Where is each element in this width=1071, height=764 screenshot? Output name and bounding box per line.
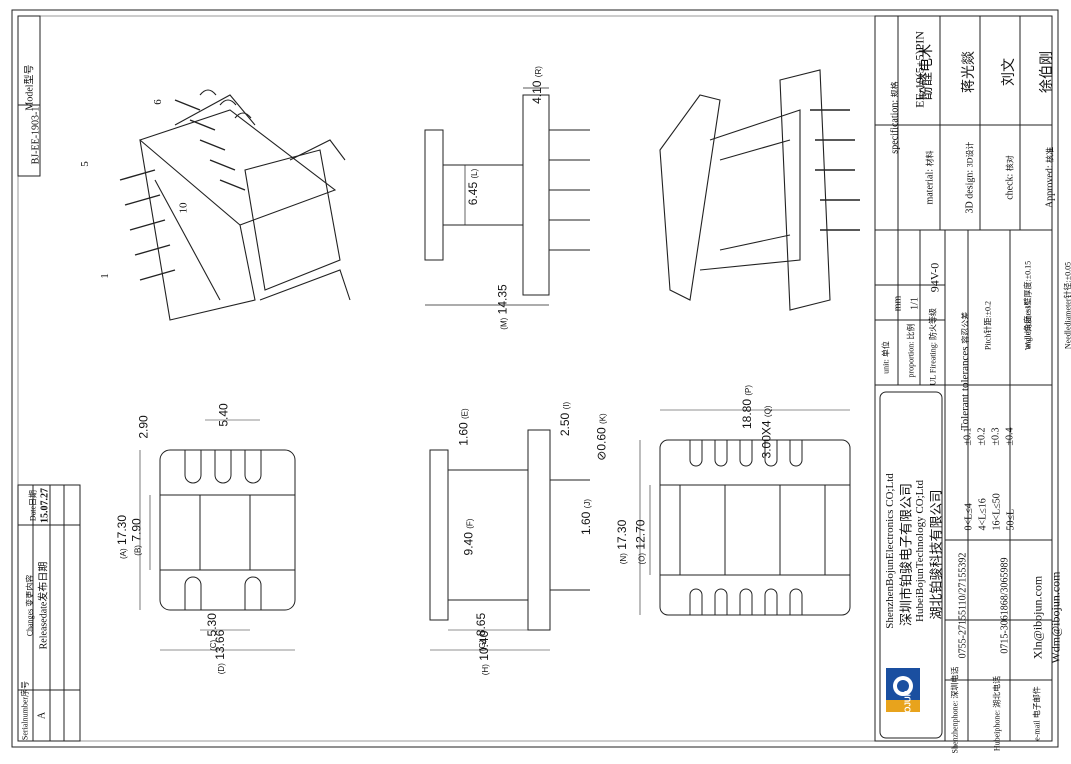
side-view-bottom: [429, 429, 590, 651]
bojun-logo: [886, 668, 920, 712]
pin-label-6: 6: [151, 99, 164, 105]
iso-view-left: [119, 89, 351, 321]
dim-410: 4.10 (R): [529, 66, 544, 104]
logo-text: BOJUN: [903, 690, 913, 719]
check-label: check: 核对: [1004, 155, 1016, 200]
company-cn-1: 深圳市铂骏电子有限公司: [898, 483, 914, 627]
approved-value: 徐伯刚: [1040, 51, 1055, 93]
dim-160a: 1.60 (E): [456, 408, 471, 446]
email-2: Wdm@ibojun.com: [1048, 571, 1063, 664]
dim-540: 5.40: [216, 403, 231, 427]
company-en-1: ShenzhenBojunElectronics CO;Ltd: [884, 473, 896, 629]
email-1: Xln@ibojun.com: [1030, 575, 1045, 660]
dim-060: ⊘0.60 (K): [594, 413, 609, 461]
iso-view-right: [659, 69, 860, 311]
pin-label-5: 5: [78, 161, 91, 167]
dim-1730a: (A) 17.30: [115, 514, 130, 560]
tol-val-1: ±0.2: [976, 427, 988, 446]
fire-value: 94V-0: [927, 262, 942, 293]
check-value: 刘文: [1002, 58, 1017, 86]
dim-1730b: (N) 17.30: [615, 519, 630, 565]
title-block: [874, 15, 1053, 742]
approved-label: Approved: 核准: [1044, 146, 1056, 209]
design-label: 3D design: 3D设计: [964, 141, 976, 214]
dim-1040: (H) 10.40: [477, 630, 492, 676]
hb-phone-label: Hubeiphone: 湖北电话: [992, 675, 1002, 752]
tol-row-3: 50≤L: [1005, 508, 1017, 531]
dim-250: 2.50 (I): [558, 401, 573, 437]
material-value: 酚醛电木: [920, 44, 935, 100]
dim-940: 9.40 (F): [461, 518, 476, 556]
side-view-top: [424, 87, 590, 306]
dim-1270: (O) 12.70: [633, 519, 648, 565]
hb-phone-value: 0715-3061868/3065989: [999, 557, 1011, 654]
tol-val-0: ±0.1: [962, 427, 974, 446]
sz-phone-value: 0755-27155110/27155392: [957, 552, 969, 659]
tol-row-2: 16<L≤50: [991, 493, 1003, 531]
tol-row-1: 4<L≤16: [977, 498, 989, 531]
email-label: e-mail 电子邮件: [1032, 686, 1042, 741]
changes-date-header: Date日期: [28, 489, 38, 522]
pin-label-10: 10: [177, 202, 190, 214]
dim-1435: (M) 14.35: [495, 284, 510, 330]
changes-table: [17, 484, 81, 742]
changes-serial-value: A: [36, 711, 48, 720]
dim-1366: (D) 13.66: [213, 629, 228, 675]
dim-290: 2.90: [136, 415, 151, 439]
dim-1880: 18.80 (P): [740, 384, 755, 430]
dim-645: 6.45 (L): [466, 168, 481, 206]
sz-phone-label: Shenzhenphone: 深圳电话: [950, 666, 960, 754]
pin-label-1: 1: [98, 273, 111, 279]
material-label: material: 材料: [924, 150, 936, 205]
tol-pitch: Pitch针距:±0.2: [983, 300, 993, 351]
changes-change-value: Releasedate发布日期: [38, 561, 50, 650]
unit-value: mm: [892, 295, 904, 312]
company-cn-2: 湖北铂骏科技有限公司: [928, 489, 944, 620]
changes-serial-header: Serialnumber序号: [20, 680, 30, 741]
design-value: 蒋光燚: [962, 51, 977, 93]
tol-val-3: ±0.4: [1004, 427, 1016, 446]
tol-row-0: 0<L≤4: [963, 503, 975, 531]
model-value: BJ-EE-1903-1: [30, 106, 42, 165]
tol-val-2: ±0.3: [990, 427, 1002, 446]
spec-label: specification: 规格: [889, 81, 901, 154]
changes-date-value: 15.07.27: [39, 488, 51, 523]
dim-300x4: 3.00X4 (Q): [759, 405, 774, 459]
outer-border: [11, 9, 1059, 748]
bottom-view-left: [139, 419, 296, 651]
tol-angle: angle角度:±1°: [1023, 301, 1033, 350]
company-en-2: HubeiBojunTechnology CO;Ltd: [914, 480, 926, 622]
bottom-view-right: [639, 409, 851, 616]
dim-790: (B) 7.90: [129, 518, 144, 556]
proportion-value: 1/1: [909, 297, 921, 310]
model-box: [17, 15, 41, 177]
dim-160b: 1.60 (J): [579, 498, 594, 536]
tol-needle: Needlediameter针径:±0.05: [1063, 261, 1071, 350]
fire-label: UL Fireating: 防火等级: [928, 308, 938, 386]
unit-label: unit: 单位: [881, 341, 891, 374]
